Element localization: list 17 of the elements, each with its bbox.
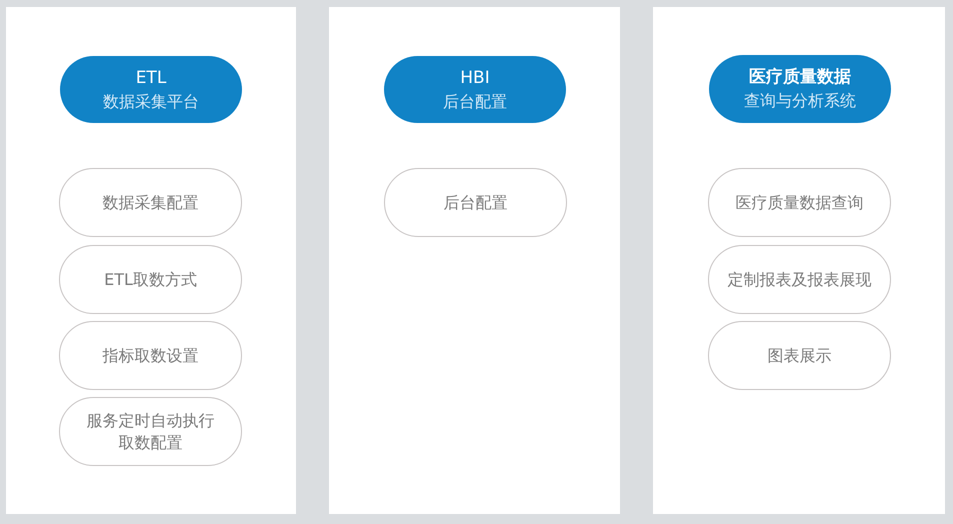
column-panel (329, 7, 620, 514)
item-label: ETL取数方式 (104, 268, 197, 290)
pill-subtitle: 后台配置 (443, 90, 507, 112)
item-label: 定制报表及报表展现 (728, 268, 872, 290)
pill-subtitle: 数据采集平台 (103, 90, 199, 112)
item-label: 数据采集配置 (102, 192, 198, 214)
pill-subtitle: 查询与分析系统 (744, 90, 856, 112)
item-label: 服务定时自动执行取数配置 (86, 410, 216, 454)
item-label: 指标取数设置 (102, 344, 198, 366)
pill-title: 医疗质量数据 (749, 66, 851, 89)
column-panel (6, 7, 296, 514)
pill-title: HBI (460, 66, 490, 90)
item-label: 图表展示 (768, 344, 832, 366)
column-panel (653, 7, 945, 514)
item-label: 医疗质量数据查询 (736, 192, 864, 214)
item-label: 后台配置 (444, 192, 508, 214)
pill-title: ETL (136, 66, 166, 90)
